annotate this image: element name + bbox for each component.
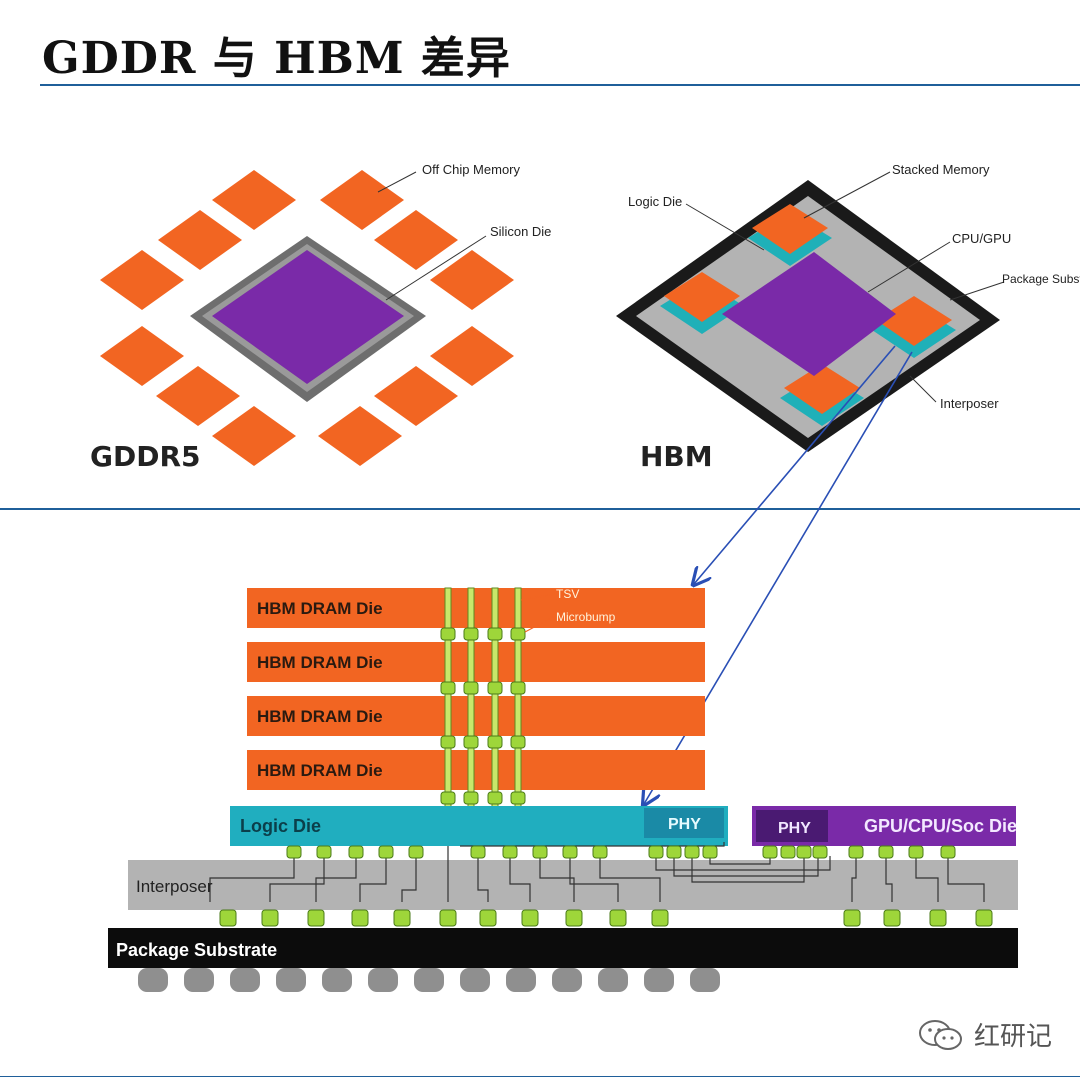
phy-label-right: PHY bbox=[778, 820, 811, 837]
dram-die-label: HBM DRAM Die bbox=[257, 707, 383, 726]
leader-line bbox=[685, 203, 765, 251]
gddr5-caption: GDDR5 bbox=[90, 440, 201, 473]
dram-die-label: HBM DRAM Die bbox=[257, 761, 383, 780]
gpu-die-label: GPU/CPU/Soc Die bbox=[864, 816, 1017, 836]
dram-die-label: HBM DRAM Die bbox=[257, 653, 383, 672]
package-substrate-layer bbox=[108, 928, 1018, 968]
interposer-top-bumps bbox=[286, 845, 956, 859]
phy-label-left: PHY bbox=[668, 816, 701, 833]
leader-line bbox=[909, 375, 937, 403]
stacked-memory-label: Stacked Memory bbox=[892, 162, 990, 177]
memory-chip bbox=[374, 210, 458, 270]
dram-die bbox=[247, 696, 705, 736]
dram-die bbox=[247, 750, 705, 790]
solder-balls bbox=[138, 968, 720, 992]
dram-die bbox=[247, 588, 705, 628]
leader-line bbox=[385, 235, 487, 301]
leader-line bbox=[520, 593, 556, 601]
dram-die-label: HBM DRAM Die bbox=[257, 599, 383, 618]
hbm-diagram: Stacked Memory Logic Die CPU/GPU Package… bbox=[616, 162, 1080, 473]
stacked-memory-right bbox=[872, 296, 956, 358]
memory-chip bbox=[374, 366, 458, 426]
stacked-memory-top bbox=[748, 204, 832, 266]
silicon-die-label: Silicon Die bbox=[490, 224, 551, 239]
package-substrate-label: Package Substrate bbox=[1002, 272, 1080, 286]
memory-chip bbox=[430, 326, 514, 386]
cpu-gpu-die bbox=[722, 252, 896, 376]
cross-section: HBM DRAM Die HBM DRAM Die HBM DRAM Die H… bbox=[108, 587, 1018, 992]
stacked-memory-bottom bbox=[780, 364, 864, 426]
leader-line bbox=[949, 281, 1005, 301]
package-substrate-label: Package Substrate bbox=[116, 940, 277, 960]
stacked-memory-left bbox=[660, 272, 744, 334]
dram-die bbox=[247, 642, 705, 682]
off-chip-memory-label: Off Chip Memory bbox=[422, 162, 521, 177]
memory-chip bbox=[212, 170, 296, 230]
tsv-label: TSV bbox=[556, 587, 579, 601]
watermark-text: 红研记 bbox=[974, 1022, 1053, 1052]
memory-chip bbox=[100, 326, 184, 386]
memory-chip bbox=[100, 250, 184, 310]
memory-chip bbox=[318, 406, 402, 466]
memory-chip bbox=[212, 406, 296, 466]
leader-line bbox=[803, 171, 891, 219]
interposer-label: Interposer bbox=[940, 396, 999, 411]
phy-block-right bbox=[756, 810, 828, 842]
memory-chip bbox=[320, 170, 404, 230]
interposer-wiring bbox=[209, 842, 985, 902]
leader-line bbox=[377, 171, 417, 193]
leader-line bbox=[867, 241, 951, 293]
leader-line bbox=[524, 615, 556, 633]
watermark: 红研记 bbox=[918, 1016, 1052, 1053]
wechat-icon bbox=[919, 1019, 962, 1050]
package-substrate-text: Package Substrate bbox=[1002, 272, 1080, 286]
microbump-label: Microbump bbox=[556, 610, 616, 624]
title-divider bbox=[40, 84, 1080, 86]
interposer-label: Interposer bbox=[136, 877, 213, 896]
microbumps bbox=[440, 627, 526, 805]
phy-block-left bbox=[644, 808, 724, 838]
cpu-gpu-label: CPU/GPU bbox=[952, 231, 1011, 246]
page-title: GDDR 与 HBM 差异 bbox=[42, 33, 511, 84]
gddr5-diagram: Off Chip Memory Silicon Die GDDR5 bbox=[90, 162, 551, 473]
off-chip-memory-chips bbox=[100, 170, 514, 466]
hbm-caption: HBM bbox=[640, 440, 713, 473]
memory-chip bbox=[430, 250, 514, 310]
bottom-divider bbox=[0, 1076, 1080, 1077]
interposer-bottom-bumps bbox=[219, 909, 993, 927]
memory-chip bbox=[156, 366, 240, 426]
logic-die-label: Logic Die bbox=[240, 816, 321, 836]
logic-die-label: Logic Die bbox=[628, 194, 682, 209]
section-divider bbox=[0, 508, 1080, 510]
silicon-die bbox=[212, 250, 404, 384]
interposer-layer bbox=[128, 860, 1018, 910]
memory-chip bbox=[158, 210, 242, 270]
connector-arrow bbox=[694, 345, 896, 584]
